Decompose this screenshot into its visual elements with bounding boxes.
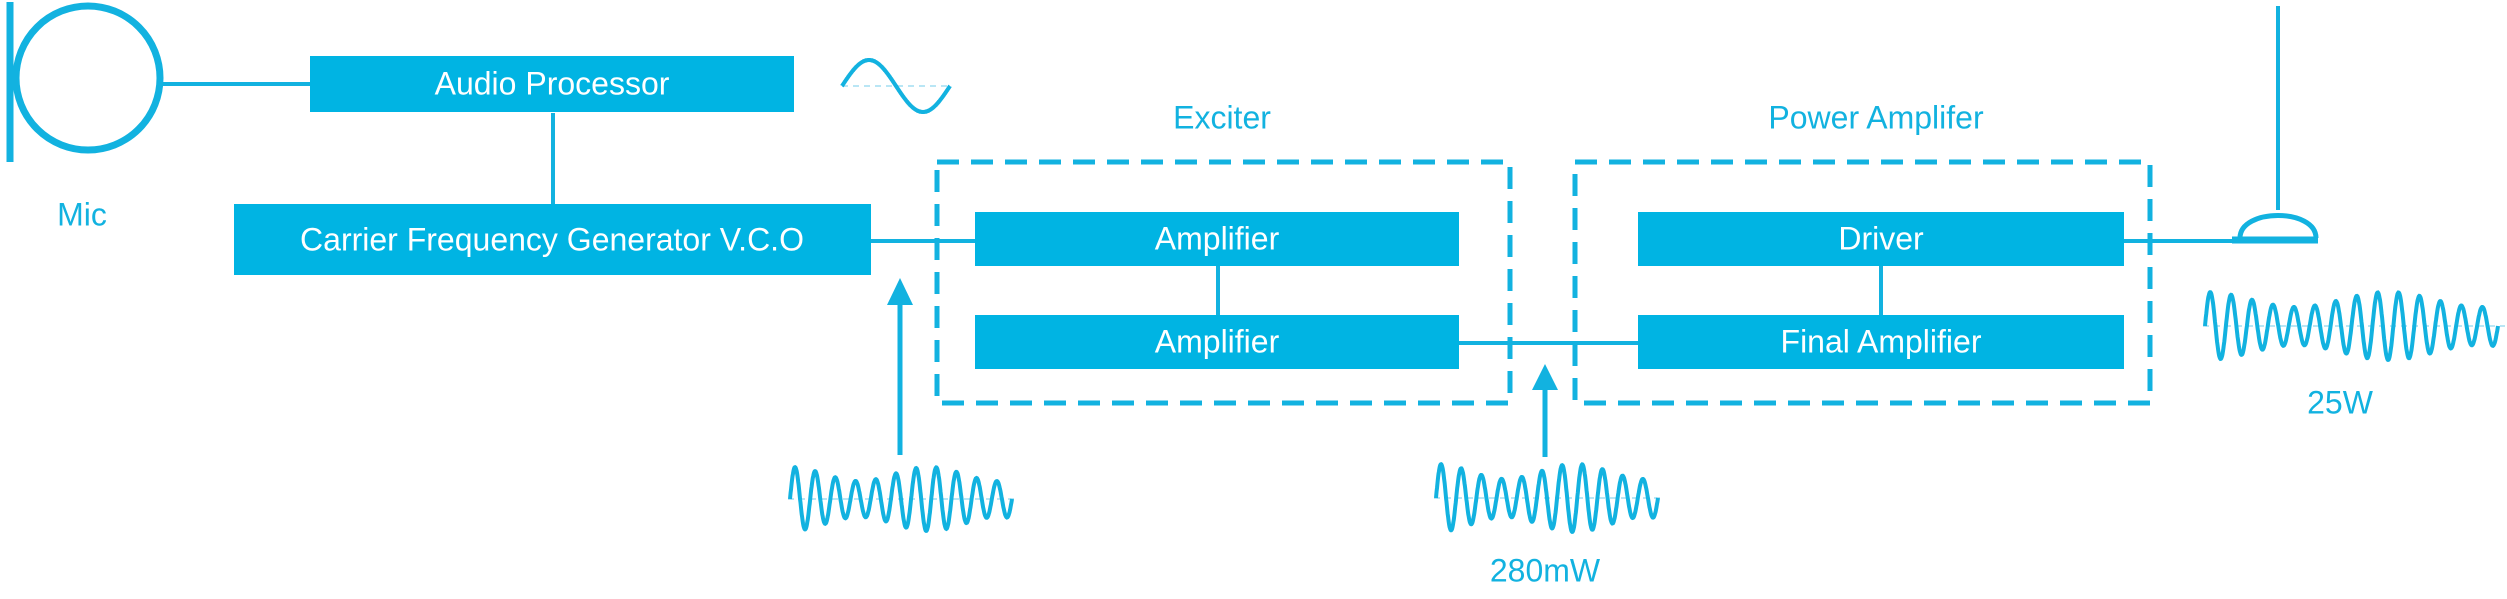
microphone-icon <box>6 2 164 162</box>
exciter-amplifier-2-block: Amplifier <box>975 315 1459 369</box>
driver-block: Driver <box>1638 212 2124 266</box>
driver-label: Driver <box>1838 220 1924 256</box>
antenna-icon <box>2232 6 2319 244</box>
carrier-wave-icon <box>788 464 1016 533</box>
power-amp-group-frame <box>1572 159 2153 406</box>
power-amp-group-label: Power Amplifer <box>1768 99 1984 135</box>
exciter-amplifier-2-label: Amplifier <box>1155 323 1280 359</box>
power-amp-input-arrow <box>1532 364 1558 457</box>
audio-wave-icon <box>840 58 952 114</box>
carrier-generator-block: Carrier Frequency Generator V.C.O <box>234 204 871 275</box>
exciter-group-frame <box>934 159 1513 406</box>
carrier-generator-label: Carrier Frequency Generator V.C.O <box>300 221 804 257</box>
connection-lines <box>160 82 2240 345</box>
exciter-group-label: Exciter <box>1173 99 1271 135</box>
exciter-output-power-label: 280mW <box>1490 552 1601 588</box>
exciter-amplifier-1-label: Amplifier <box>1155 220 1280 256</box>
final-amplifier-block: Final Amplifier <box>1638 315 2124 369</box>
exciter-amplifier-1-block: Amplifier <box>975 212 1459 266</box>
final-amplifier-label: Final Amplifier <box>1781 323 1982 359</box>
transmit-power-label: 25W <box>2307 384 2374 420</box>
mic-label: Mic <box>57 196 107 232</box>
carrier-input-arrow <box>887 278 913 455</box>
audio-processor-block: Audio Processor <box>310 56 794 112</box>
output-wave-icon <box>2203 290 2505 362</box>
audio-processor-label: Audio Processor <box>435 65 670 101</box>
driven-wave-icon <box>1434 461 1662 534</box>
